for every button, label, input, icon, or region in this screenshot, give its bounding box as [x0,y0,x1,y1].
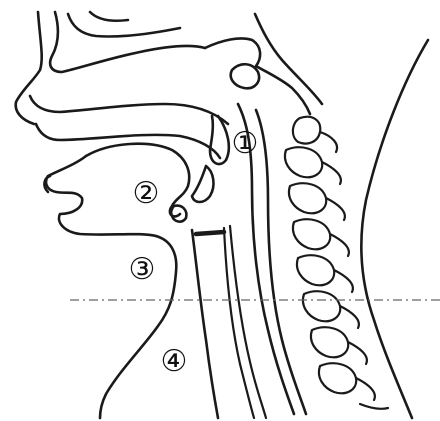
cervical-vertebrae [285,117,388,409]
nasal-turbinate-upper [68,14,180,37]
trachea-back [230,226,266,418]
posterior-pharyngeal-wall-outer [256,110,306,414]
posterior-neck-profile [361,40,428,418]
label-4: ④ [157,345,191,379]
hard-palate [30,96,228,124]
epiglottis [192,166,213,202]
trachea-front [224,228,254,418]
nasal-turbinate-mid [90,12,128,21]
skull-base [205,38,310,114]
larynx-anterior-wall [192,230,218,418]
label-1: ① [228,127,262,161]
label-2: ② [129,177,163,211]
occipital-condyle [231,64,259,88]
skull-base-back [255,14,322,104]
palate-underside [36,124,220,158]
label-3: ③ [125,253,159,287]
vocal-fold [196,232,224,234]
